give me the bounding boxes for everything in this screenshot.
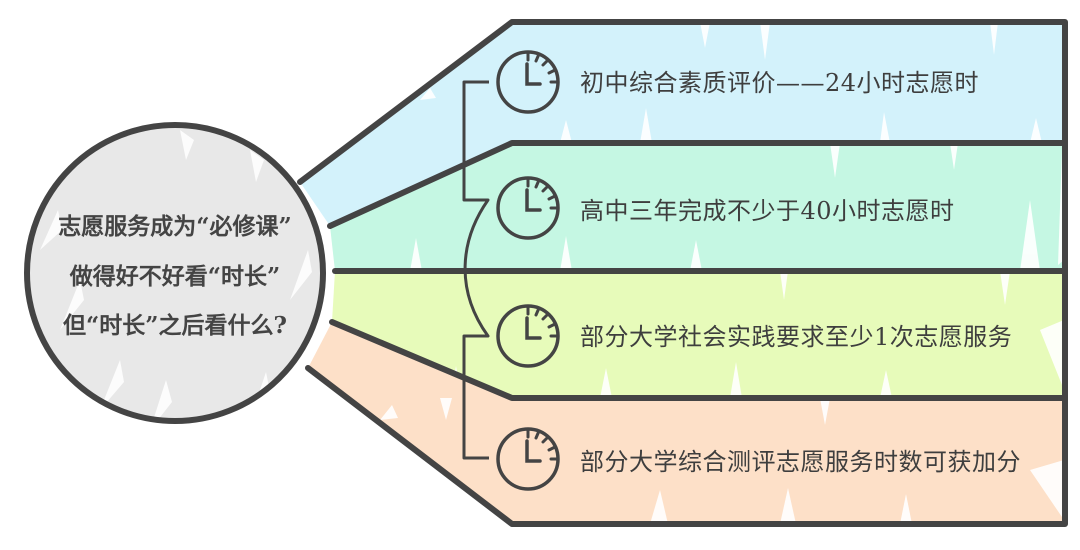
branch-band-1 — [300, 22, 1065, 226]
branch-band-2 — [330, 143, 1065, 271]
center-title-line-3: 但“时长”之后看什么? — [63, 312, 287, 339]
clock-icon — [496, 427, 560, 491]
branch-label-3: 部分大学社会实践要求至少1次志愿服务 — [580, 323, 1013, 351]
branch-label-4: 部分大学综合测评志愿服务时数可获加分 — [580, 448, 1021, 476]
center-title-line-2: 做得好不好看“时长” — [69, 263, 281, 290]
clock-icon — [496, 176, 560, 240]
branch-band-3 — [332, 271, 1065, 398]
center-title-line-1: 志愿服务成为“必修课” — [58, 213, 292, 240]
branch-band-4 — [308, 322, 1065, 524]
clock-icon — [496, 304, 560, 368]
branch-label-2: 高中三年完成不少于40小时志愿时 — [580, 197, 955, 225]
bracket-connector — [462, 80, 490, 460]
band-outlines — [297, 19, 1068, 527]
branch-label-1: 初中综合素质评价——24小时志愿时 — [580, 69, 980, 97]
clock-icon — [496, 50, 560, 114]
center-node — [24, 122, 326, 424]
